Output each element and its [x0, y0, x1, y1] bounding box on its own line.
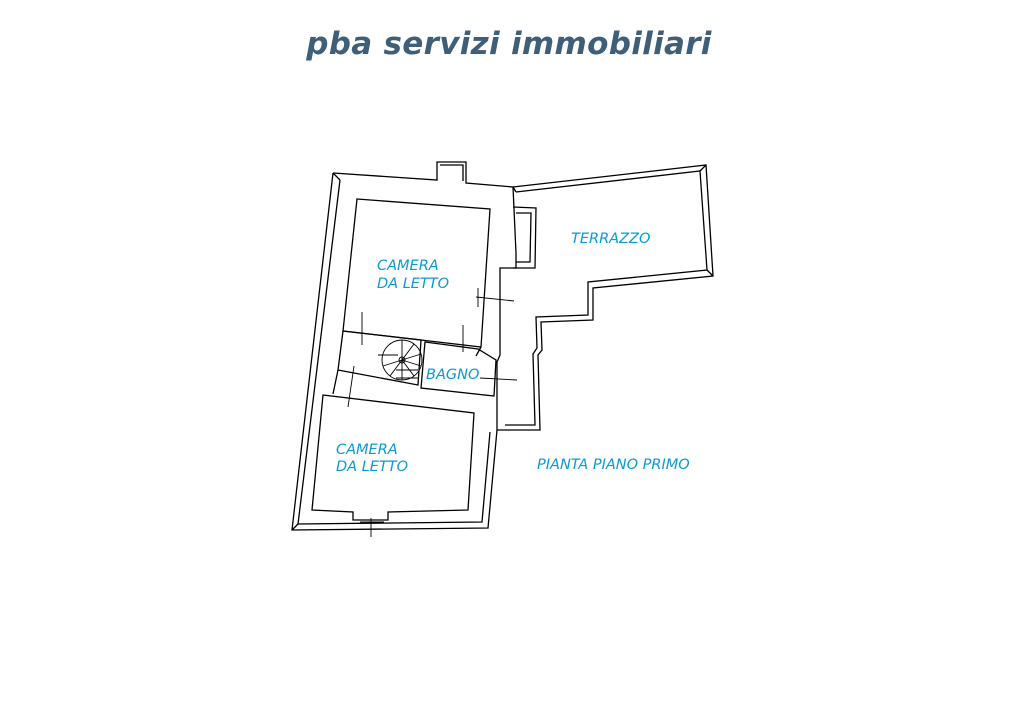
terrace-cabinet [512, 206, 537, 269]
plan-title: PIANTA PIANO PRIMO [537, 457, 690, 473]
bathroom-walls [420, 341, 497, 397]
bedroom-bottom-label-line2: DA LETTO [336, 459, 408, 475]
bedroom-top-label-line2: DA LETTO [377, 276, 449, 292]
bedroom-bottom-label-line1: CAMERA [336, 442, 398, 458]
door-marks [347, 288, 518, 537]
building-walls [291, 161, 714, 531]
bedroom-bottom-walls [311, 394, 475, 521]
company-logo-text: pba servizi immobiliari [306, 26, 712, 62]
chimney [440, 164, 464, 181]
stair-hall-walls [332, 330, 422, 395]
bathroom-label: BAGNO [426, 367, 479, 383]
terrace-label: TERRAZZO [571, 231, 650, 247]
bedroom-top-walls [337, 198, 491, 371]
spiral-staircase-icon [378, 339, 423, 381]
bedroom-top-label-line1: CAMERA [377, 258, 439, 274]
